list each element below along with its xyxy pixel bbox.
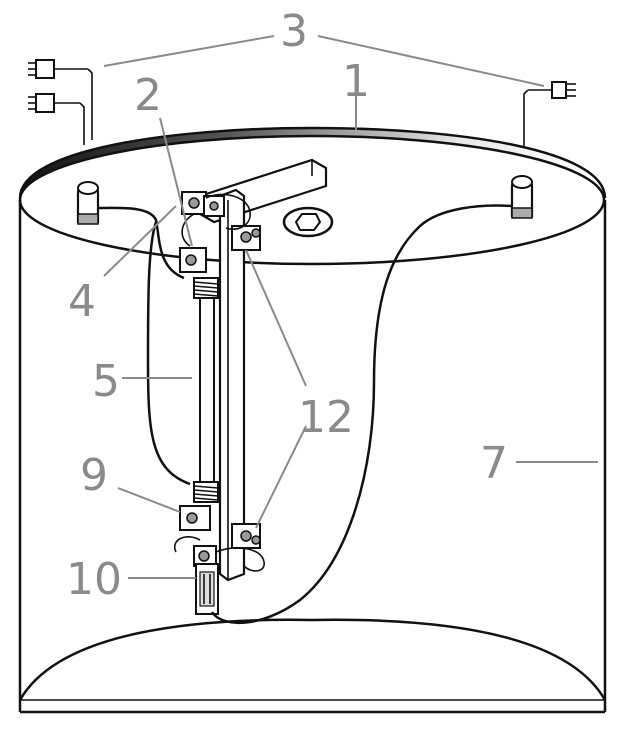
clamp-top-4	[231, 225, 261, 251]
clamp-bottom-3	[193, 545, 217, 567]
sensor-tube	[199, 295, 215, 483]
callout-3: 3	[280, 6, 308, 57]
callout-labels: 3 1 2 4 5 12 7 9 10	[66, 6, 508, 605]
spring-top	[193, 277, 219, 299]
sensor-element	[195, 563, 219, 615]
callout-12: 12	[298, 392, 354, 443]
callout-10: 10	[66, 554, 122, 605]
vertical-rail	[218, 188, 246, 582]
spring-bottom	[193, 481, 219, 503]
callout-1: 1	[342, 56, 370, 107]
clamp-top-3	[179, 247, 207, 273]
callout-5: 5	[92, 356, 120, 407]
connector-left-top	[28, 59, 93, 140]
clamp-bottom-1	[179, 505, 211, 531]
callout-4: 4	[68, 276, 96, 327]
hose-right	[210, 204, 513, 625]
lid-fitting	[282, 206, 334, 238]
tank-body	[18, 200, 607, 714]
clamp-top-2	[203, 195, 225, 217]
pipe-inlet-right	[510, 175, 534, 219]
leader-lines	[103, 35, 598, 579]
connector-left-bottom	[28, 93, 85, 145]
clamp-top-1	[181, 191, 207, 215]
connector-right	[523, 81, 576, 146]
callout-2: 2	[134, 70, 162, 121]
callout-9: 9	[80, 450, 108, 501]
hose-left	[97, 206, 191, 486]
callout-7: 7	[480, 438, 508, 489]
tank-lid	[18, 126, 607, 266]
pipe-inlet-left	[76, 181, 100, 225]
wire-loops	[173, 193, 265, 572]
